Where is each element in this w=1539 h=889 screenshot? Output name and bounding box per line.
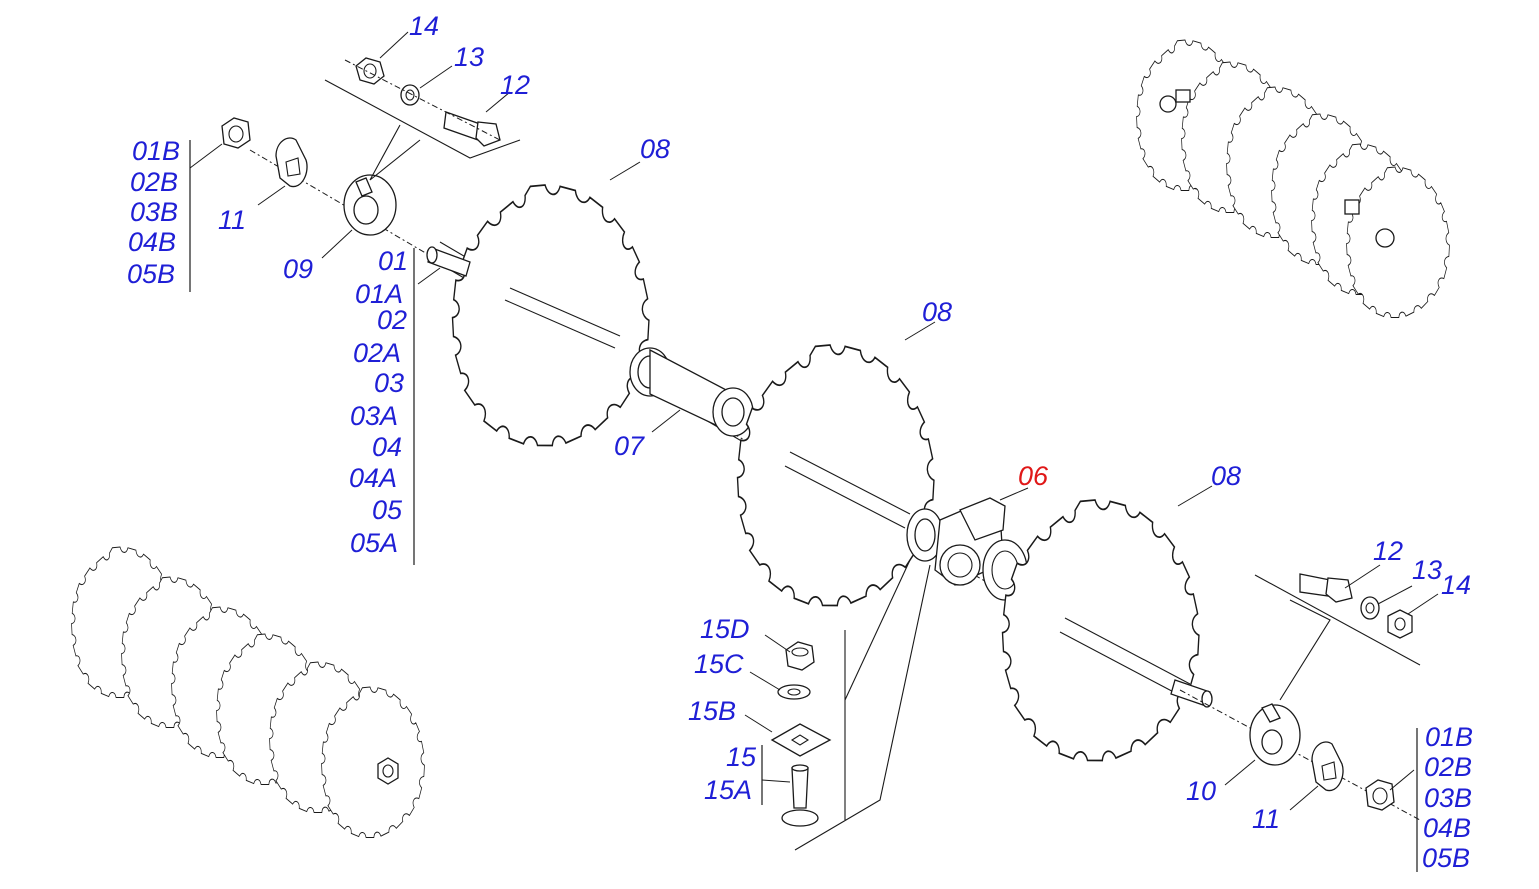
right-fasteners <box>1179 573 1421 821</box>
label-05B-right: 05B <box>1422 843 1470 873</box>
label-03B-left: 03B <box>130 197 178 227</box>
label-spacer-07: 07 <box>614 431 645 461</box>
label-shaft-05A: 05A <box>350 528 398 558</box>
label-plate-11-right: 11 <box>1252 804 1280 834</box>
label-03B-right: 03B <box>1424 783 1472 813</box>
label-04B-right: 04B <box>1423 813 1471 843</box>
label-disc-08-left: 08 <box>640 134 670 164</box>
label-02B-left: 02B <box>130 167 178 197</box>
label-bolt-15: 15 <box>726 742 757 772</box>
fastener-stack-15 <box>770 559 931 851</box>
label-01B-right: 01B <box>1425 722 1473 752</box>
label-bolt-15A: 15A <box>704 775 752 805</box>
disc-middle <box>723 326 948 622</box>
label-04B-left: 04B <box>128 227 176 257</box>
label-shaft-01A: 01A <box>355 279 403 309</box>
shaft-stub-left <box>426 246 621 349</box>
label-nut-15D: 15D <box>700 614 750 644</box>
label-shaft-04: 04 <box>372 432 402 462</box>
nut-01B-right <box>1365 779 1395 811</box>
label-washer-15C: 15C <box>694 649 744 679</box>
shaft-middle <box>784 451 911 529</box>
label-bolt-12-top: 12 <box>500 70 530 100</box>
thumbnail-assembled-gang <box>1128 29 1457 327</box>
label-01B-left: 01B <box>132 136 180 166</box>
spacer-07 <box>629 347 754 437</box>
label-bearing-10: 10 <box>1186 776 1216 806</box>
bearing-housing-09 <box>343 174 397 236</box>
top-fasteners <box>324 57 521 181</box>
label-nut-14-top: 14 <box>409 11 439 41</box>
plate-11-right <box>1311 741 1344 792</box>
label-shaft-01: 01 <box>378 246 408 276</box>
label-plate-11-left: 11 <box>218 205 246 235</box>
label-shaft-04A: 04A <box>349 463 397 493</box>
label-shaft-02: 02 <box>377 305 407 335</box>
label-02B-right: 02B <box>1424 752 1472 782</box>
label-bolt-12-right: 12 <box>1373 536 1403 566</box>
nut-01B <box>221 117 251 149</box>
label-05B-left: 05B <box>127 259 175 289</box>
label-shaft-02A: 02A <box>353 338 401 368</box>
label-nut-14-right: 14 <box>1441 570 1471 600</box>
label-bearing-assembly-06: 06 <box>1018 461 1049 491</box>
label-shaft-05: 05 <box>372 495 403 525</box>
label-washer-13-right: 13 <box>1412 555 1442 585</box>
shaft-stub-right <box>1059 617 1213 708</box>
disc-right <box>988 481 1213 777</box>
bearing-housing-10 <box>1249 703 1301 766</box>
plate-11-left <box>275 137 308 188</box>
label-square-washer-15B: 15B <box>688 696 736 726</box>
disc-left <box>438 166 663 462</box>
label-shaft-03A: 03A <box>350 401 398 431</box>
label-shaft-03: 03 <box>374 368 404 398</box>
label-bearing-09: 09 <box>283 254 313 284</box>
label-disc-08-right: 08 <box>1211 461 1241 491</box>
label-disc-08-middle: 08 <box>922 297 952 327</box>
leader-lines <box>189 31 1439 811</box>
label-washer-13-top: 13 <box>454 42 484 72</box>
thumbnail-disc-stack <box>63 536 432 847</box>
